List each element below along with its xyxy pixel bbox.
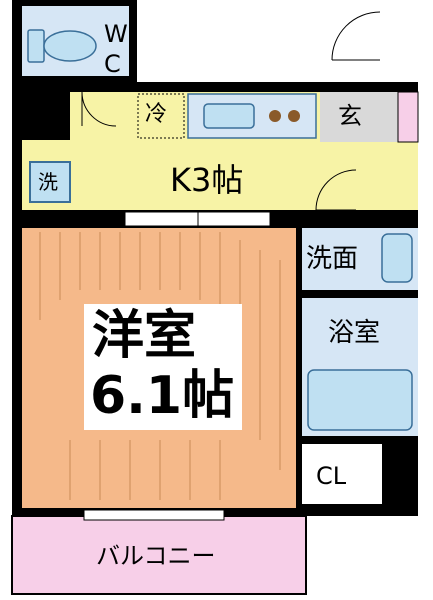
balcony-window <box>83 509 225 521</box>
closet-floor <box>302 444 382 504</box>
kitchen-counter <box>187 93 317 139</box>
bath-label: 浴室 <box>328 318 381 348</box>
washer-label: 洗 <box>38 170 58 194</box>
western-label-size: 6.1帖 <box>90 366 235 426</box>
burner-icon <box>269 110 281 122</box>
kitchen-label: K3帖 <box>170 161 244 199</box>
entrance-floor <box>320 92 398 142</box>
sink-icon <box>203 103 255 129</box>
door-swings <box>81 11 381 211</box>
western-label-name: 洋室 <box>92 306 197 366</box>
entrance-label: 玄 <box>338 102 362 130</box>
shoe-box <box>397 91 419 143</box>
closet-label: CL <box>316 462 347 490</box>
toilet-icon <box>27 29 97 63</box>
balcony-label: バルコニー <box>96 542 216 570</box>
western-label-bg <box>84 304 242 430</box>
fridge-label: 冷 <box>145 102 168 127</box>
kitchen-notch <box>22 92 70 140</box>
fridge-space <box>137 93 185 139</box>
wc-label-c: C <box>104 50 121 78</box>
bathtub-icon <box>307 369 413 431</box>
washroom-label: 洗面 <box>306 244 359 274</box>
wc-label-w: W <box>104 20 128 48</box>
washer-space <box>29 161 71 203</box>
burner-icon <box>288 110 300 122</box>
basin-icon <box>381 233 413 283</box>
